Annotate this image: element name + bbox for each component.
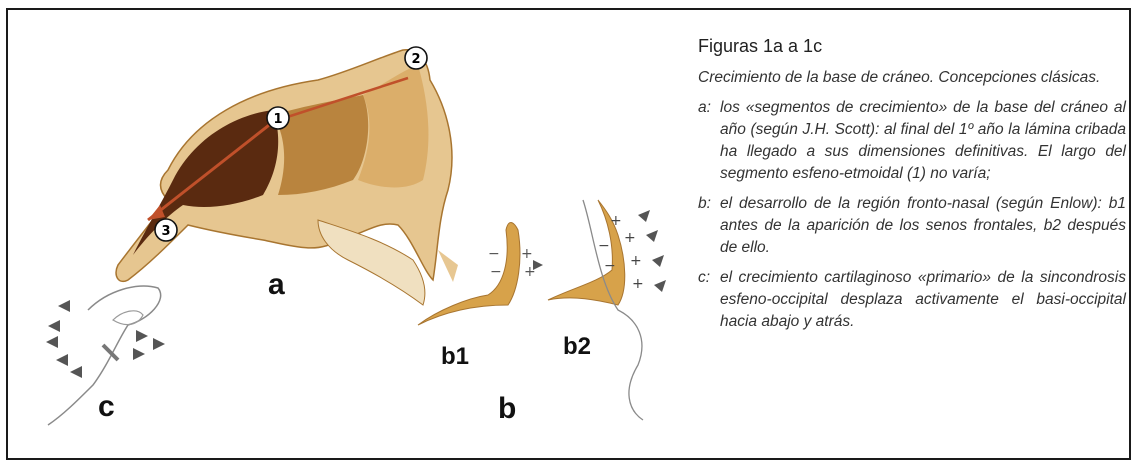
figure-label-c: c <box>98 390 115 424</box>
caption-item-text: el desarrollo de la región fronto-nasal … <box>720 193 1126 259</box>
caption-item-b: b: el desarrollo de la región fronto-nas… <box>698 193 1126 259</box>
b2-sign-minus: − <box>598 238 610 254</box>
caption-subtitle: Crecimiento de la base de cráneo. Concep… <box>698 67 1126 89</box>
marker-3-label: 3 <box>161 224 170 239</box>
arrow-icon <box>136 330 148 342</box>
marker-2: 2 <box>405 47 427 69</box>
arrow-icon <box>646 230 658 242</box>
caption-item-a: a: los «segmentos de crecimiento» de la … <box>698 97 1126 185</box>
b1-fragment <box>438 250 458 282</box>
b2-sign-plus: + <box>624 230 636 246</box>
skull-base-illustration: 1 2 3 <box>116 47 452 305</box>
figure-label-b: b <box>498 392 516 426</box>
illustration-svg: 1 2 3 <box>18 20 678 460</box>
figure-frame: 1 2 3 <box>6 8 1131 460</box>
b1-sign-minus: − <box>488 246 500 262</box>
b2-sign-plus: + <box>610 213 622 229</box>
b2-sign-plus: + <box>632 276 644 292</box>
caption-item-text: el crecimiento cartilaginoso «primario» … <box>720 267 1126 333</box>
figure-label-a: a <box>268 268 285 302</box>
marker-2-label: 2 <box>411 52 420 67</box>
caption-item-key: a: <box>698 97 720 185</box>
arrow-icon <box>153 338 165 350</box>
arrow-icon <box>70 366 82 378</box>
caption-item-key: b: <box>698 193 720 259</box>
figure-caption: Figuras 1a a 1c Crecimiento de la base d… <box>698 36 1126 341</box>
marker-1: 1 <box>267 107 289 129</box>
b2-sign-plus: + <box>630 253 642 269</box>
figure-label-b2: b2 <box>563 333 591 361</box>
arrow-icon <box>533 260 543 270</box>
caption-item-c: c: el crecimiento cartilaginoso «primari… <box>698 267 1126 333</box>
arrow-icon <box>48 320 60 332</box>
caption-item-key: c: <box>698 267 720 333</box>
b1-sign-plus: + <box>521 246 533 262</box>
figure-label-b1: b1 <box>441 343 469 371</box>
b1-sign-minus: − <box>490 264 502 280</box>
marker-1-label: 1 <box>273 112 282 127</box>
b2-sign-minus: − <box>604 258 616 274</box>
synchondrosis-inner <box>113 311 143 325</box>
arrow-icon <box>46 336 58 348</box>
caption-item-text: los «segmentos de crecimiento» de la bas… <box>720 97 1126 185</box>
arrow-icon <box>652 255 664 267</box>
figure-illustrations: 1 2 3 <box>18 20 678 460</box>
arrow-icon <box>133 348 145 360</box>
frontonasal-b2-illustration: + + + + − − <box>548 200 666 420</box>
arrow-icon <box>638 210 650 222</box>
arrow-icon <box>654 280 666 292</box>
arrow-icon <box>58 300 70 312</box>
arrow-icon <box>56 354 68 366</box>
marker-3: 3 <box>155 219 177 241</box>
caption-title: Figuras 1a a 1c <box>698 36 1126 57</box>
